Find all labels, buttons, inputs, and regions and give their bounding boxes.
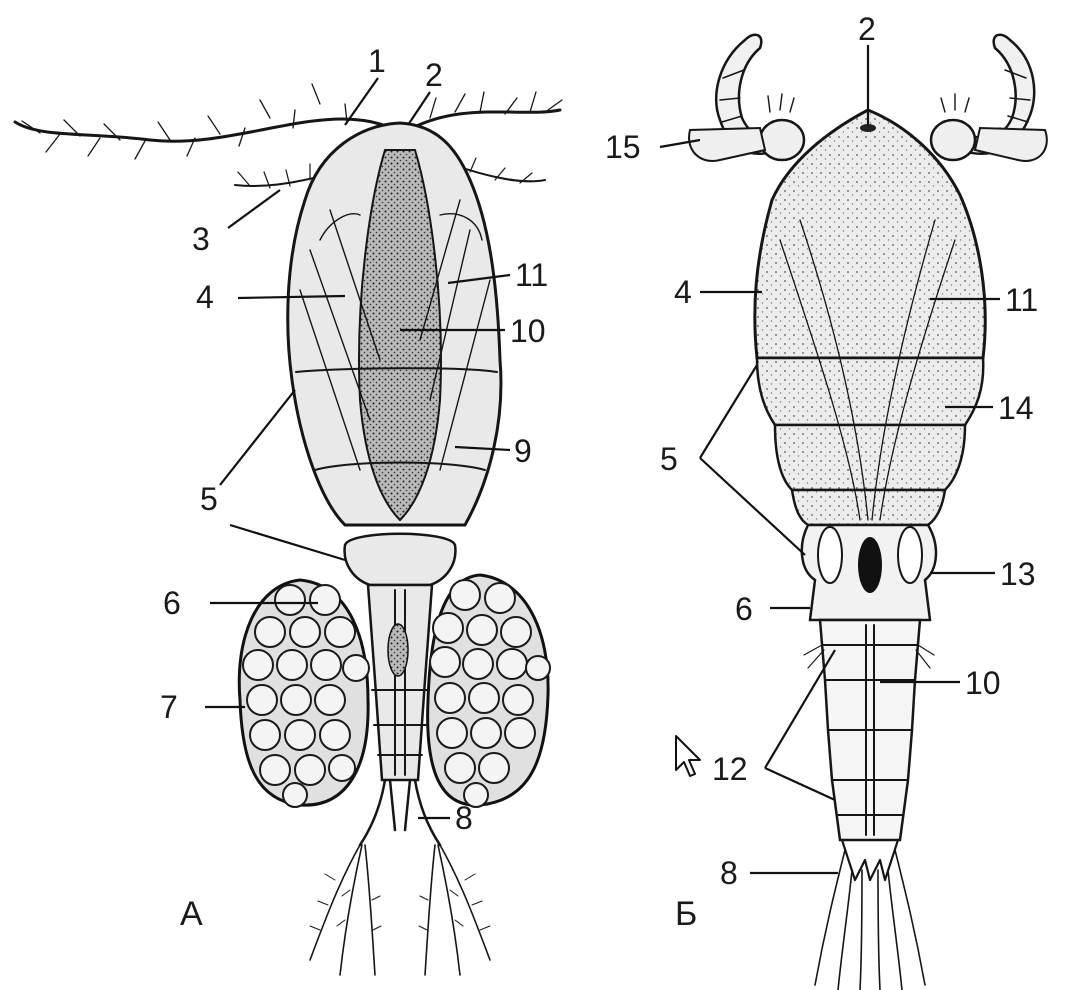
label-a-8: 8 [455, 800, 473, 836]
label-a-11: 11 [515, 257, 548, 293]
label-b-8: 8 [720, 855, 738, 891]
label-a-7: 7 [160, 689, 178, 725]
label-a-10: 10 [510, 313, 546, 349]
label-a-9: 9 [514, 433, 532, 469]
mouse-pointer-icon [676, 736, 700, 776]
label-a-4: 4 [196, 279, 214, 315]
label-b-15: 15 [605, 129, 641, 165]
egg-sac-left [239, 580, 369, 807]
label-a-3: 3 [192, 221, 210, 257]
panel-b-label: Б [675, 895, 697, 933]
label-b-4: 4 [674, 274, 692, 310]
label-b-6: 6 [735, 591, 753, 627]
label-b-2: 2 [858, 11, 876, 47]
label-b-13: 13 [1000, 556, 1036, 592]
label-b-14: 14 [998, 390, 1034, 426]
label-a-1: 1 [368, 43, 386, 79]
label-a-6: 6 [163, 585, 181, 621]
label-a-5: 5 [200, 481, 218, 517]
label-b-12: 12 [712, 751, 748, 787]
label-b-5: 5 [660, 441, 678, 477]
label-b-11: 11 [1005, 282, 1038, 318]
label-a-2: 2 [425, 57, 443, 93]
panel-b-drawing [689, 35, 1047, 990]
panel-a-label: А [180, 895, 203, 933]
panel-a-drawing [15, 84, 562, 975]
egg-sac-right [428, 575, 550, 807]
label-b-10: 10 [965, 665, 1001, 701]
